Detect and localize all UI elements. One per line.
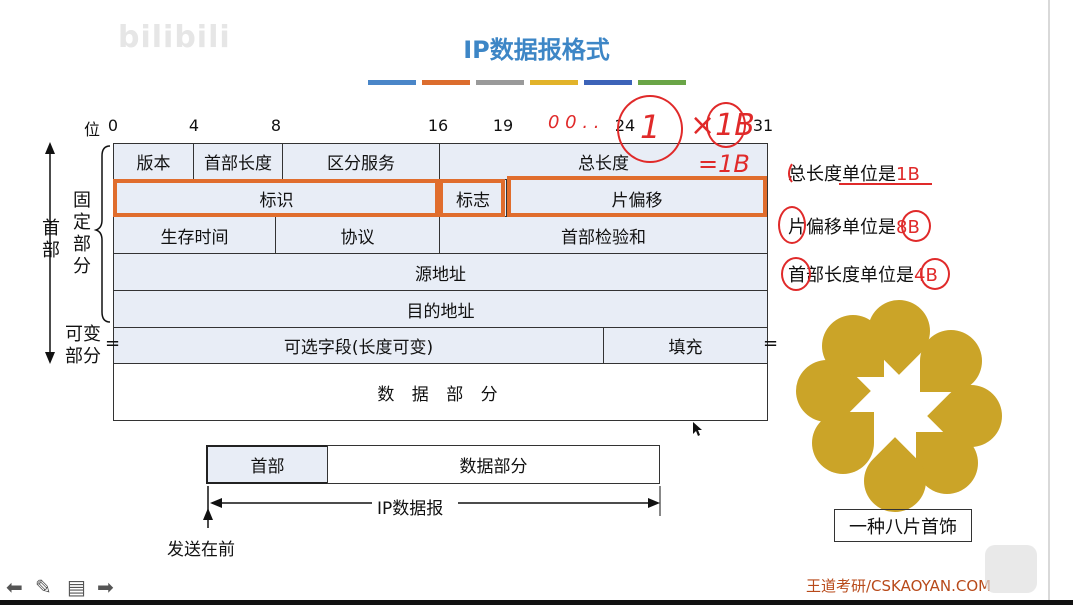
slide-edge [1048,0,1050,605]
ornament-caption: 一种八片首饰 [834,509,972,542]
color-bar-segment [476,80,524,85]
color-bar-segment [638,80,686,85]
ruler-tick: 8 [270,116,282,135]
ink-circle [617,95,683,163]
variable-part-label: 可变部分 [65,324,101,367]
note-text: 首部长度单位是 [788,265,914,286]
packet-span-label: IP数据报 [377,499,444,519]
field-destination-address: 目的地址 [113,290,768,328]
ink-circle [920,258,950,290]
ruler-tick: 16 [427,116,449,135]
packet-header: 首部 [206,445,329,484]
note-text: 总长度单位是 [788,164,896,185]
ruler-tick: 31 [752,116,774,135]
field-protocol: 协议 [275,216,440,254]
ruler-tick: 4 [188,116,200,135]
note-total-length-unit: 总长度单位是1B [788,160,920,186]
fragment-offset-highlight [507,176,767,217]
pen-icon[interactable]: ✎ [35,575,52,599]
field-padding: 填充 [603,327,768,364]
header-label: 首部 [42,218,60,261]
packet-span-arrow [203,486,661,528]
note-value: 1B [896,164,920,185]
arrow-right-icon[interactable]: ➡ [97,575,114,599]
field-diffserv: 区分服务 [282,143,440,180]
petal [920,330,982,392]
ink-circle [901,210,931,242]
ink-circle [778,206,806,244]
identification-highlight [113,179,439,217]
mouse-cursor-icon [693,422,702,436]
arrow-left-icon[interactable]: ⬅ [6,575,23,599]
ink-one: 1 [640,108,661,146]
header-span-arrow [45,142,111,364]
ink-circle [781,257,811,291]
ink-circle [706,102,746,148]
color-bar-segment [584,80,632,85]
field-version: 版本 [113,143,194,180]
fixed-part-label: 固定部分 [73,190,91,277]
ink-underline [788,163,932,185]
player-bottom-bar [0,600,1073,605]
color-bar-segment [530,80,578,85]
petal [822,315,884,377]
note-text: 片偏移单位是 [788,217,896,238]
field-options: 可选字段(长度可变) [113,327,604,364]
field-header-checksum: 首部检验和 [439,216,768,254]
slide-title: IP数据报格式 [463,36,610,64]
ruler-tick: 19 [492,116,514,135]
footer-brand: 王道考研/CSKAOYAN.COM [806,577,992,595]
field-ttl: 生存时间 [113,216,276,254]
ink-eq-1b: =1B [698,150,750,178]
field-identification: 标识 [113,179,440,217]
field-total-length: 总长度 [439,143,768,180]
ruler-tick: 0 [107,116,119,135]
eq-mark-left: = [105,333,121,354]
send-first-label: 发送在前 [167,540,235,560]
bilibili-tv-logo-icon [985,545,1037,593]
data-part: 数 据 部 分 [113,363,768,421]
ruler-label: 位 [83,120,100,139]
color-bar-segment [368,80,416,85]
color-bar-segment [422,80,470,85]
flags-highlight [439,179,505,217]
field-source-address: 源地址 [113,253,768,291]
eq-mark-right: = [763,333,779,354]
menu-icon[interactable]: ▤ [67,575,86,599]
ink-bits: 0 0 . . [548,112,600,133]
packet-data: 数据部分 [327,445,660,484]
field-header-length: 首部长度 [193,143,283,180]
field-fragment-offset: 片偏移 [506,179,768,217]
bilibili-watermark: bilibili [118,20,231,55]
